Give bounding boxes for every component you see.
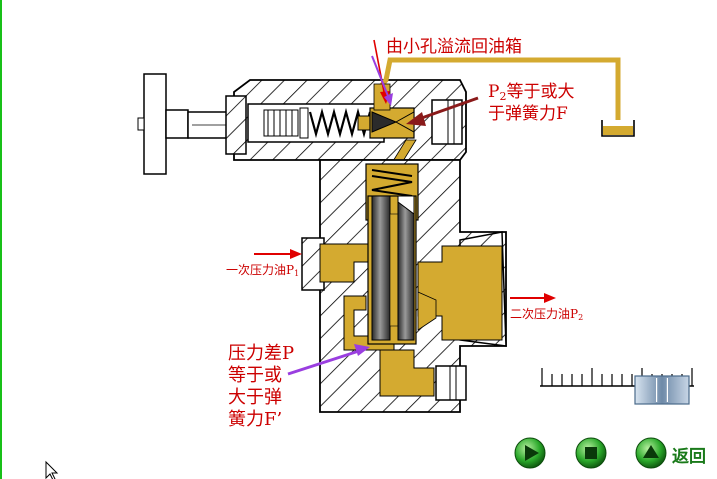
oil-tank — [601, 120, 635, 137]
annotation-arrows — [254, 39, 556, 376]
p2-line2: 于弹簧力F — [488, 104, 568, 124]
stop-icon — [585, 447, 597, 459]
pilot-housing — [225, 79, 467, 161]
inlet-pressure-label: 一次压力油P1 — [226, 263, 299, 278]
play-button[interactable] — [514, 437, 546, 469]
pd-line4: 簧力F’ — [228, 409, 282, 430]
pilot-p2-label: P2等于或大 于弹簧力F — [488, 82, 574, 124]
mouse-cursor-icon — [45, 460, 59, 479]
up-button[interactable] — [635, 437, 667, 469]
inlet-text: 一次压力油P — [226, 263, 294, 277]
pressure-diff-label: 压力差P 等于或 大于弹 簧力F’ — [228, 343, 294, 430]
pd-line2: 等于或 — [228, 365, 282, 386]
stop-button[interactable] — [575, 437, 607, 469]
p2-p: P — [488, 82, 499, 102]
outlet-sub: 2 — [578, 313, 583, 322]
play-icon — [525, 445, 539, 461]
main-spool — [367, 195, 417, 345]
inlet-sub: 1 — [294, 269, 299, 278]
overflow-return-label: 由小孔溢流回油箱 — [386, 37, 522, 57]
speed-slider[interactable] — [540, 368, 694, 405]
pilot-plug — [431, 99, 463, 145]
outlet-text: 二次压力油P — [510, 307, 578, 321]
oil-cavities — [319, 243, 503, 397]
pd-line1: 压力差P — [228, 343, 294, 364]
outlet-pressure-label: 二次压力油P2 — [510, 307, 583, 322]
lower-plug — [435, 365, 467, 401]
back-button[interactable]: 返回 — [672, 447, 706, 467]
pd-line3: 大于弹 — [228, 387, 282, 408]
slider-thumb[interactable] — [634, 375, 690, 405]
pilot-spring — [308, 107, 372, 139]
p2-line1-rest: 等于或大 — [506, 82, 574, 102]
svg-text:P2等于或大: P2等于或大 — [488, 82, 574, 103]
p2-sub: 2 — [499, 90, 506, 103]
pilot-poppet — [369, 107, 415, 139]
up-arrow-icon — [643, 445, 659, 458]
